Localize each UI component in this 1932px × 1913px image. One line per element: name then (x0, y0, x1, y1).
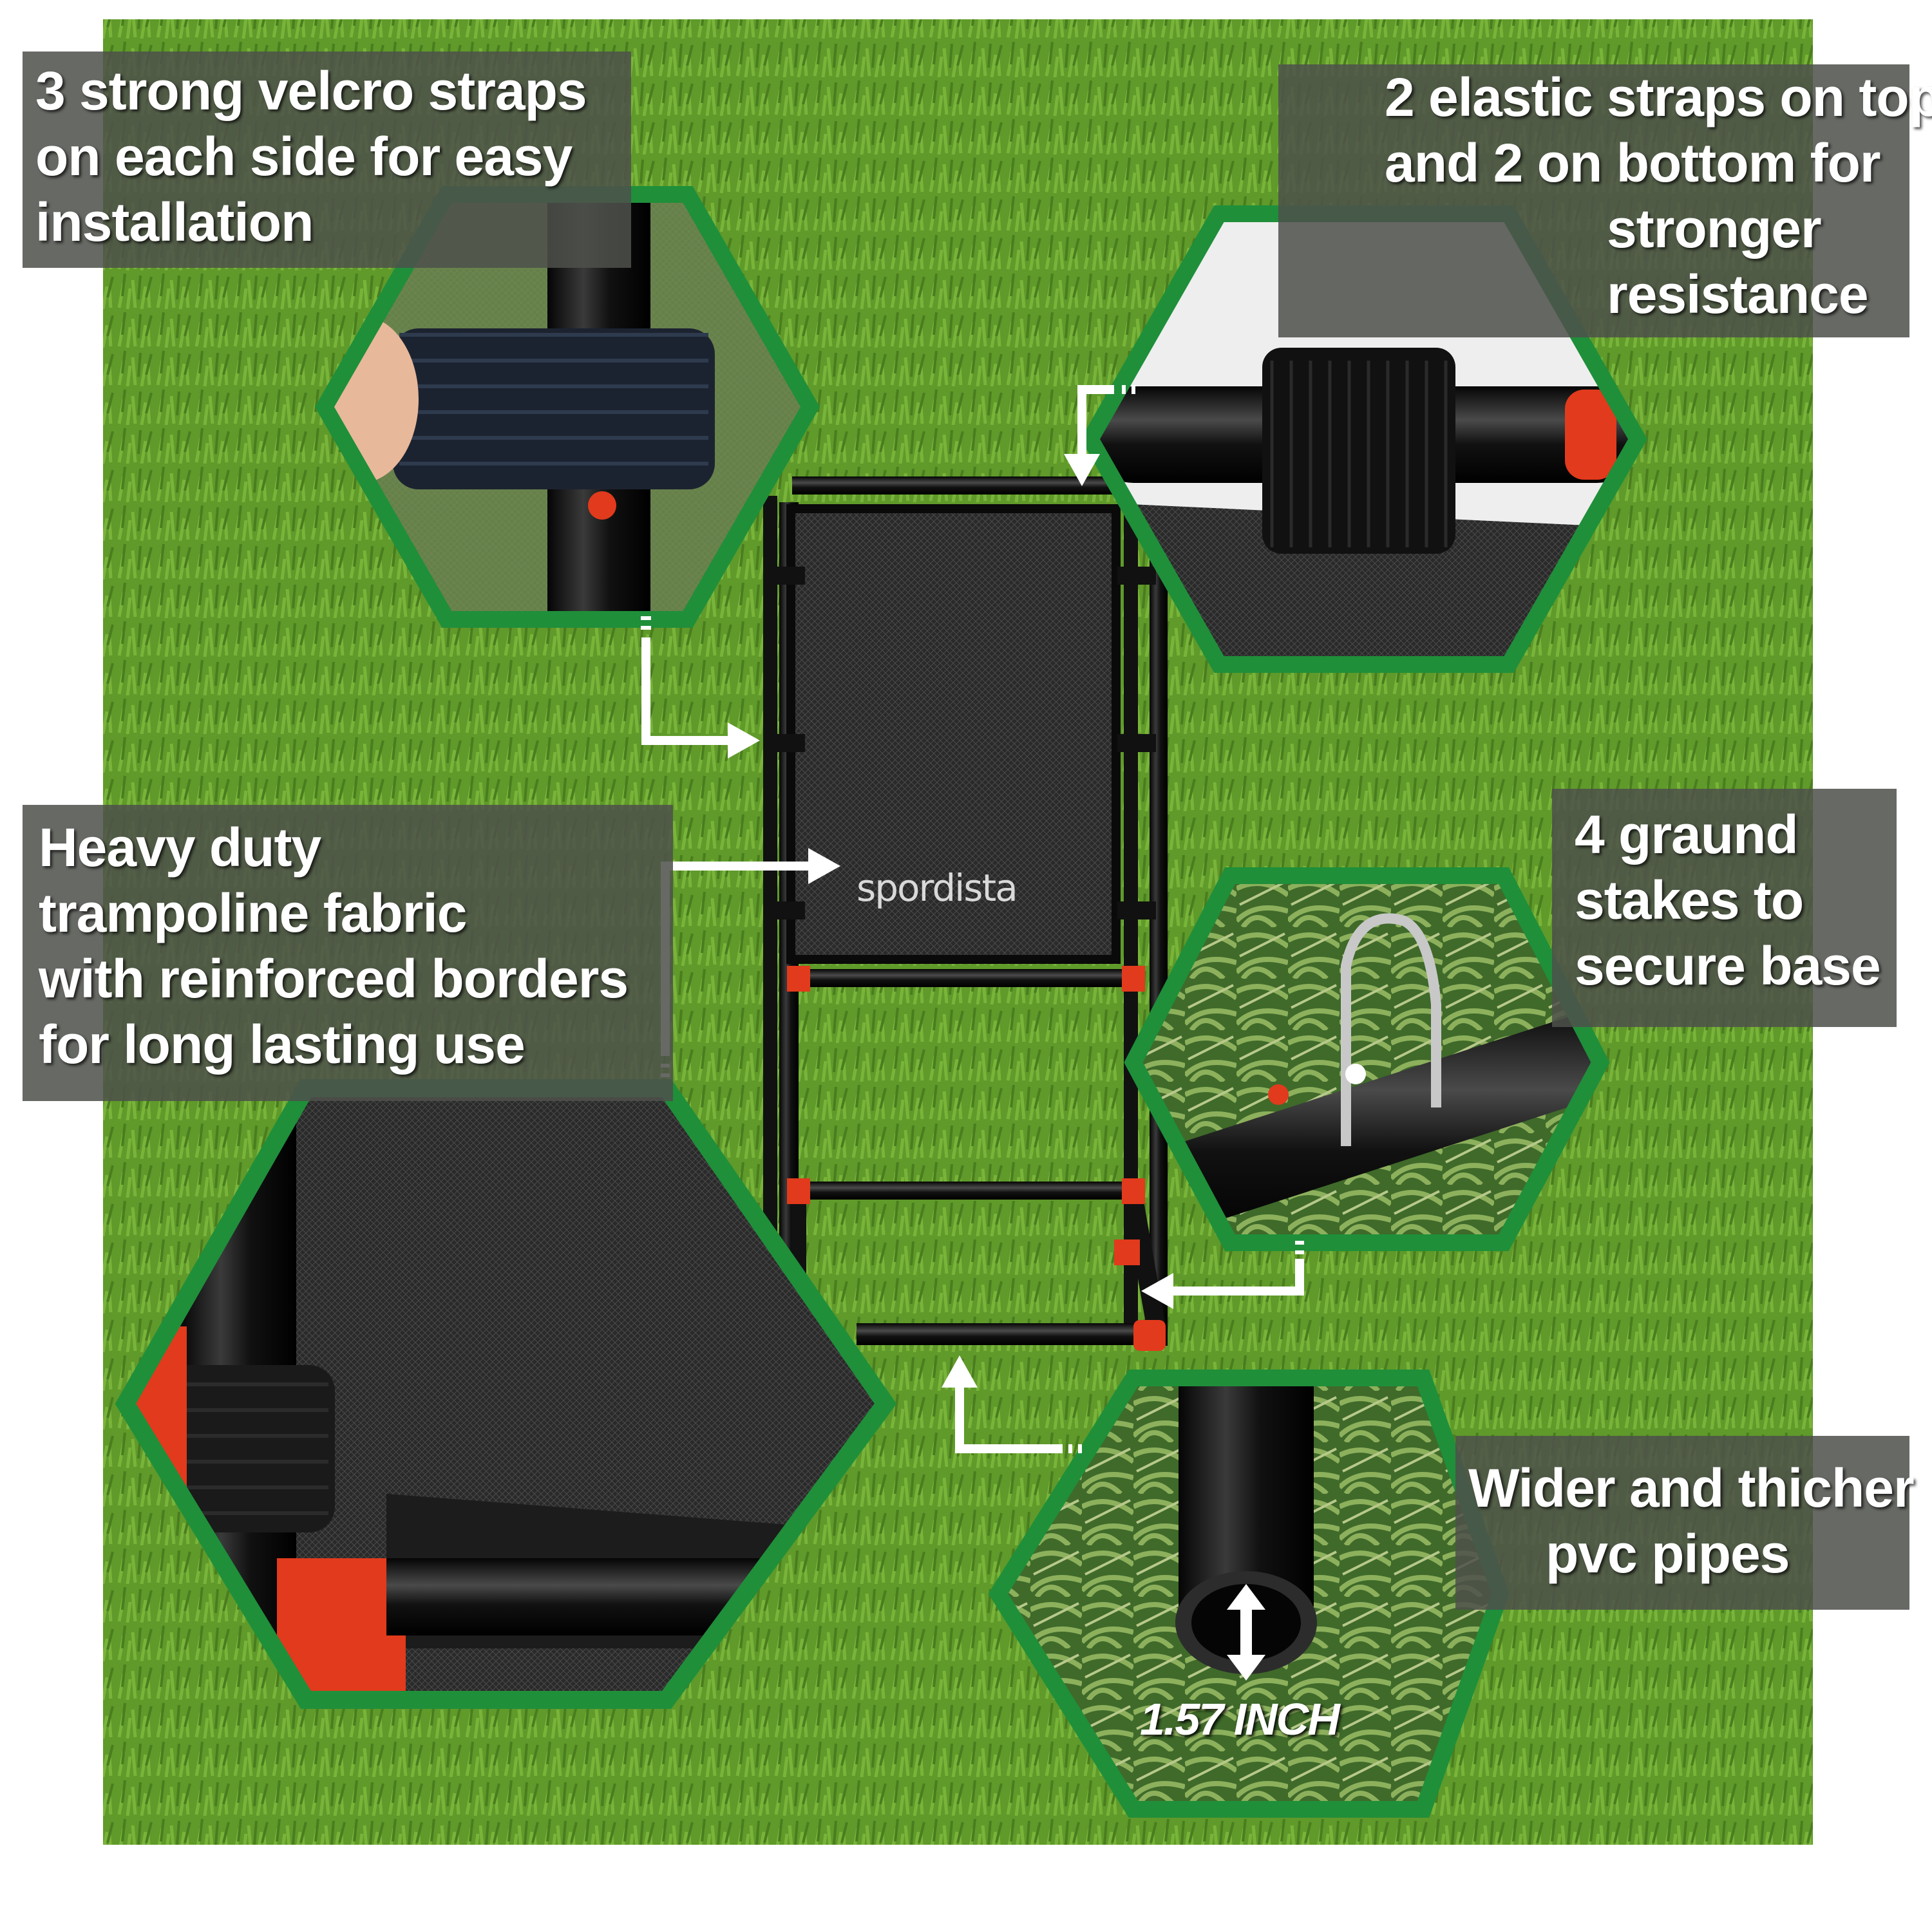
callout-line: on each side for easy (35, 126, 573, 187)
callout-line: pvc pipes (1546, 1523, 1790, 1584)
velcro-detail-hexagon (314, 186, 820, 628)
callout-line: resistance (1607, 264, 1869, 325)
callout-line: and 2 on bottom for (1385, 133, 1881, 193)
ground-stake-detail-hexagon (1124, 867, 1610, 1251)
arrow-elastic-icon (1064, 385, 1135, 486)
callout-line: Heavy duty (39, 817, 321, 878)
callout-line: 3 strong velcro straps (35, 61, 587, 121)
callout-ground-stakes: 4 graund stakes to secure base (1552, 789, 1897, 1027)
callout-line: 4 graund (1575, 804, 1799, 865)
callout-line: secure base (1575, 936, 1881, 996)
callout-line: 2 elastic straps on top (1385, 67, 1932, 127)
callout-line: with reinforced borders (39, 948, 629, 1009)
callout-line: installation (35, 192, 314, 252)
callout-line: Wider and thicher (1468, 1458, 1915, 1518)
arrow-stakes-icon (1141, 1241, 1304, 1309)
callout-trampoline-fabric: Heavy duty trampoline fabric with reinfo… (23, 805, 673, 1101)
arrow-pipes-icon (942, 1355, 1082, 1453)
callout-line: for long lasting use (39, 1014, 526, 1075)
pipe-diameter-label: 1.57 INCH (1140, 1694, 1340, 1744)
callout-line: stronger (1607, 198, 1822, 259)
callout-line: trampoline fabric (39, 883, 467, 943)
diameter-arrow-icon (1227, 1584, 1265, 1681)
brand-logo-text: spordista (857, 866, 1018, 910)
callout-velcro-straps: 3 strong velcro straps on each side for … (23, 52, 631, 268)
arrow-velcro-icon (641, 616, 760, 759)
callout-elastic-straps: 2 elastic straps on top and 2 on bottom … (1278, 64, 1932, 337)
callout-line: stakes to (1575, 870, 1804, 930)
ladder-frame (763, 476, 1168, 1351)
callout-pvc-pipes: Wider and thicher pvc pipes (1455, 1436, 1915, 1610)
